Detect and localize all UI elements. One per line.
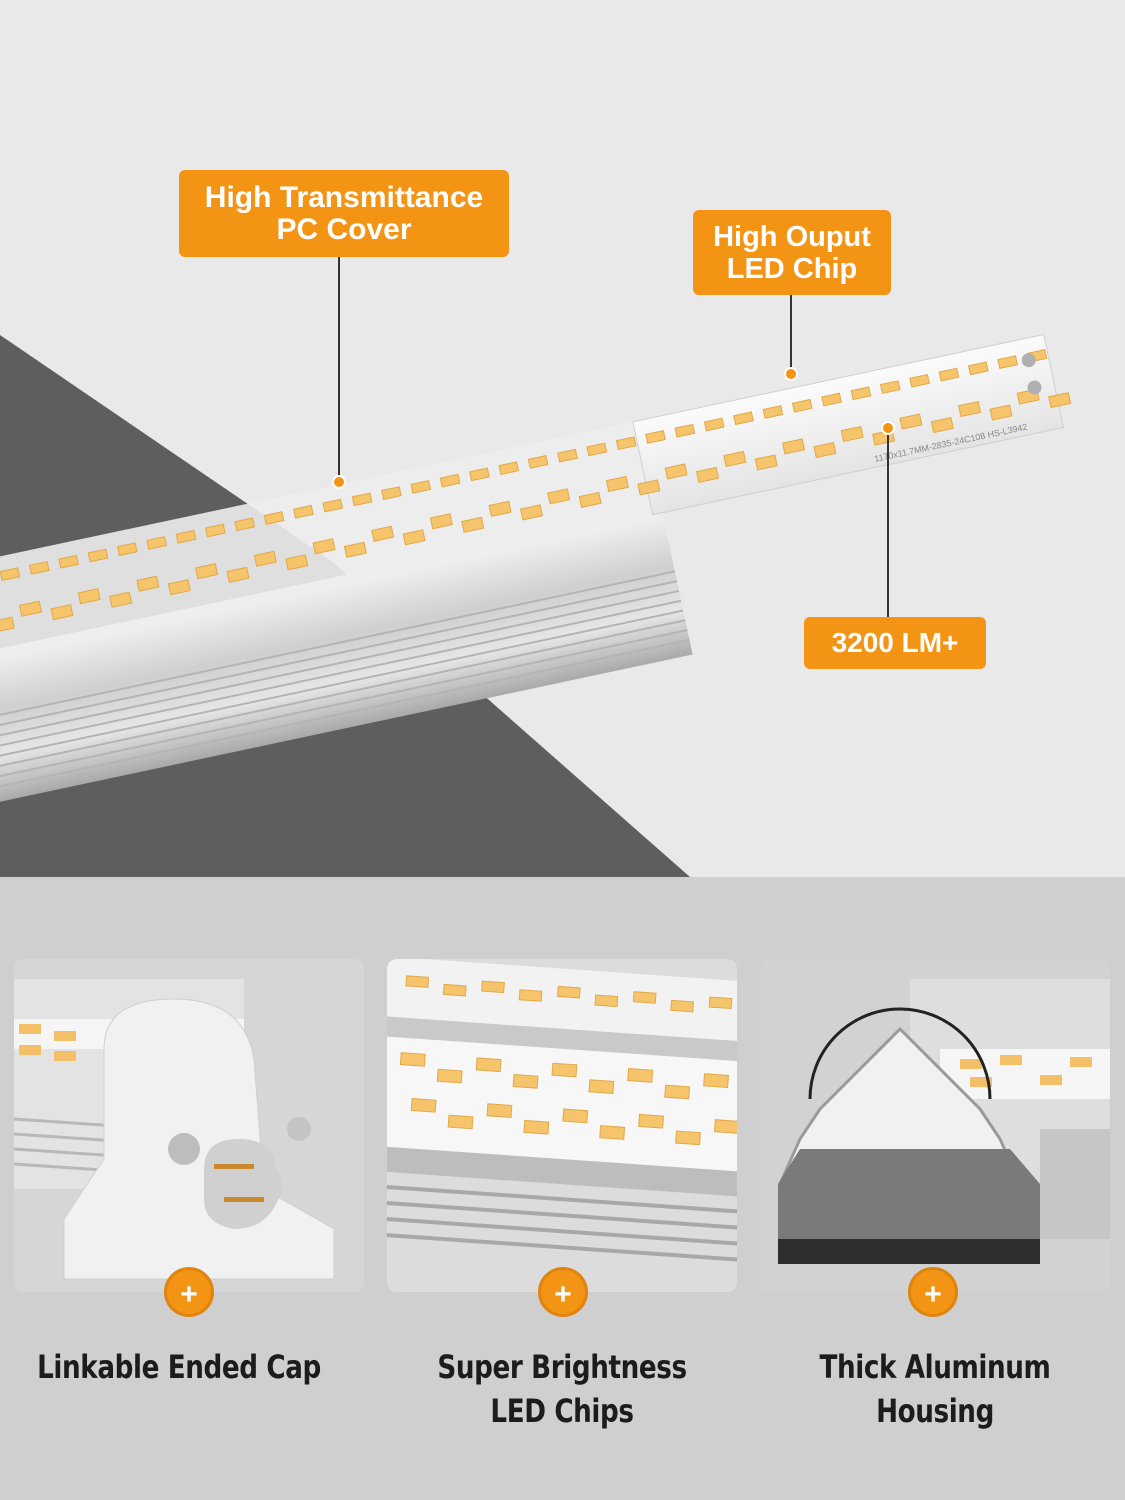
callout-pc-cover-line2: PC Cover: [276, 212, 412, 246]
plus-icon-housing: +: [908, 1267, 958, 1317]
caption-led-chips: Super Brightness LED Chips: [406, 1345, 718, 1433]
feature-panel-end-cap: [14, 959, 364, 1292]
feature-panel-housing: [760, 959, 1110, 1292]
plus-icon-led-chips: +: [538, 1267, 588, 1317]
callout-led-chip-line2: LED Chip: [726, 252, 858, 285]
led-tube-illustration: 1170x11.7MM-2835-24C108 HS-L3942: [0, 257, 1072, 877]
feature-panel-led-chips: [387, 959, 737, 1292]
caption-led-chips-line2: LED Chips: [490, 1392, 634, 1430]
caption-end-cap-line1: Linkable Ended Cap: [37, 1348, 321, 1386]
callout-led-chip-line1: High Ouput: [713, 220, 871, 253]
caption-end-cap: Linkable Ended Cap: [23, 1345, 335, 1389]
caption-housing-line1: Thick Aluminum: [819, 1348, 1051, 1386]
features-section: + Linkable Ended Cap + Super Brightness …: [0, 877, 1125, 1500]
end-cap-illustration: [14, 959, 364, 1292]
callout-lumens-text: 3200 LM+: [831, 627, 959, 658]
plus-icon-end-cap: +: [164, 1267, 214, 1317]
callout-led-chip: High Ouput LED Chip: [693, 210, 891, 295]
callout-pc-cover-line1: High Transmittance: [204, 180, 484, 214]
housing-cross-section-illustration: [760, 959, 1110, 1292]
hero-section: 1170x11.7MM-2835-24C108 HS-L3942 High Tr…: [0, 0, 1125, 877]
led-chips-illustration: [387, 959, 737, 1292]
tube-housing: [0, 333, 1072, 819]
callout-pc-cover: High Transmittance PC Cover: [179, 170, 509, 257]
caption-housing-line2: Housing: [876, 1392, 994, 1430]
caption-led-chips-line1: Super Brightness: [437, 1348, 687, 1386]
caption-housing: Thick Aluminum Housing: [779, 1345, 1091, 1433]
callout-lumens: 3200 LM+: [804, 617, 986, 669]
